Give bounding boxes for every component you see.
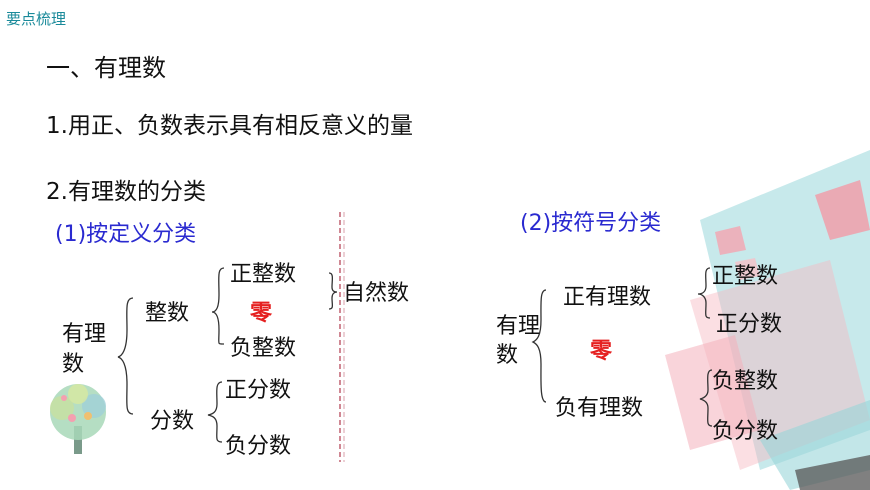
fraction-label: 分数 (150, 409, 195, 434)
tree-illustration (50, 384, 106, 454)
sign-negative-fraction-label: 负分数 (712, 419, 779, 444)
sign-positive-fraction-label: 正分数 (716, 312, 783, 337)
definition-root: 有理数 (62, 322, 107, 377)
positive-integer-label: 正整数 (230, 262, 297, 287)
point-2: 2.有理数的分类 (46, 179, 206, 205)
negative-integer-label: 负整数 (230, 336, 297, 361)
integer-label: 整数 (145, 301, 190, 326)
sign-root: 有理数 (496, 314, 541, 368)
sign-negative-integer-label: 负整数 (712, 369, 779, 394)
zero-label: 零 (250, 301, 273, 326)
sign-zero-label: 零 (590, 339, 613, 364)
point-1: 1.用正、负数表示具有相反意义的量 (46, 113, 413, 139)
negative-rational-label: 负有理数 (555, 396, 644, 421)
natural-number-label: 自然数 (343, 281, 410, 306)
corner-label: 要点梳理 (6, 10, 67, 28)
sign-heading: (2)按符号分类 (520, 211, 662, 236)
negative-fraction-label: 负分数 (225, 434, 292, 459)
sign-positive-integer-label: 正整数 (712, 264, 779, 289)
definition-heading: (1)按定义分类 (55, 222, 197, 247)
section-title: 一、有理数 (46, 54, 166, 82)
positive-fraction-label: 正分数 (225, 378, 292, 403)
positive-rational-label: 正有理数 (563, 285, 652, 310)
